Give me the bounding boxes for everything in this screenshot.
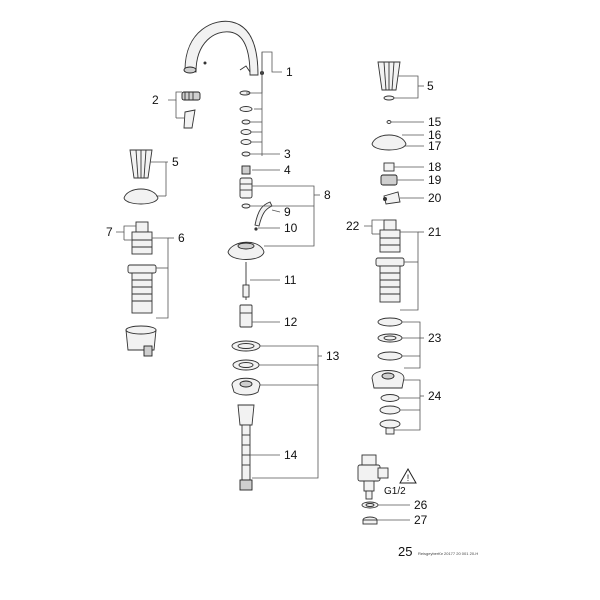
callout-22: 22 bbox=[346, 219, 360, 233]
callout-6: 6 bbox=[178, 231, 185, 245]
callout-11: 11 bbox=[284, 273, 297, 287]
svg-text:!: ! bbox=[407, 473, 410, 483]
callout-26: 26 bbox=[414, 498, 428, 512]
nut-27 bbox=[362, 516, 378, 525]
warning-icon: ! bbox=[399, 467, 417, 484]
callout-21: 21 bbox=[428, 225, 442, 239]
callout-8: 8 bbox=[324, 188, 331, 202]
callout-4: 4 bbox=[284, 163, 291, 177]
callout-5-left: 5 bbox=[172, 155, 179, 169]
callout-5-right: 5 bbox=[427, 79, 434, 93]
part-callouts: 1 2 3 4 5 5 6 7 8 9 10 11 12 13 14 15 16… bbox=[106, 65, 442, 527]
callout-27: 27 bbox=[414, 513, 428, 527]
center-stem bbox=[239, 262, 253, 328]
footer-small-text: Reisgeyberfür 20177 20 001 20-H bbox=[418, 551, 478, 556]
callout-12: 12 bbox=[284, 315, 298, 329]
thread-size-label: G1/2 bbox=[384, 486, 406, 497]
callout-1: 1 bbox=[286, 65, 293, 79]
leader-lines bbox=[116, 51, 424, 521]
center-threaded-rod bbox=[237, 404, 255, 491]
callout-7: 7 bbox=[106, 225, 113, 239]
callout-17: 17 bbox=[428, 139, 442, 153]
callout-13: 13 bbox=[326, 349, 340, 363]
callout-23: 23 bbox=[428, 331, 442, 345]
left-valve-assembly bbox=[123, 149, 159, 357]
aerator-part bbox=[181, 91, 201, 129]
angle-valve-fitting bbox=[357, 454, 389, 500]
washer-26 bbox=[361, 501, 379, 509]
callout-24: 24 bbox=[428, 389, 442, 403]
center-washers bbox=[239, 90, 253, 209]
callout-18: 18 bbox=[428, 160, 442, 174]
page-number: 25 bbox=[398, 544, 412, 559]
center-body-cap bbox=[227, 241, 265, 260]
callout-2: 2 bbox=[152, 93, 159, 107]
spout-assembly bbox=[183, 20, 264, 76]
callout-19: 19 bbox=[428, 173, 442, 187]
callout-20: 20 bbox=[428, 191, 442, 205]
right-valve-assembly bbox=[371, 61, 407, 435]
callout-16: 16 bbox=[428, 128, 442, 142]
callout-9: 9 bbox=[284, 205, 291, 219]
callout-15: 15 bbox=[428, 115, 442, 129]
callout-3: 3 bbox=[284, 147, 291, 161]
center-washers-lower bbox=[231, 340, 261, 396]
callout-14: 14 bbox=[284, 448, 298, 462]
callout-10: 10 bbox=[284, 221, 298, 235]
